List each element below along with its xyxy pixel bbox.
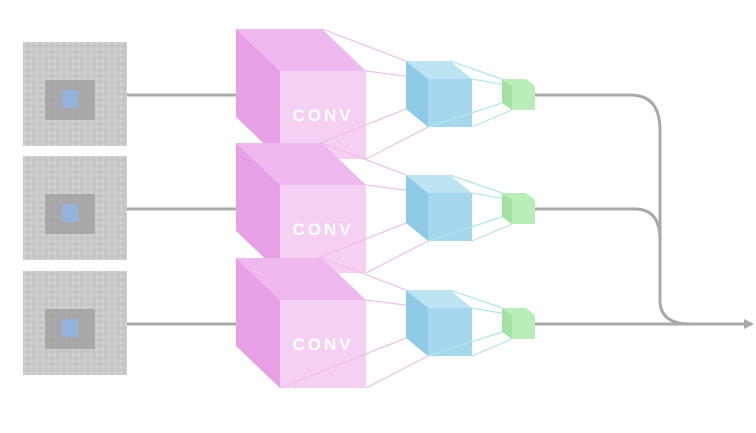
image-highlight [62, 319, 78, 337]
fc-side-face [502, 193, 512, 224]
conv-label: CONV [292, 335, 353, 354]
conv-block: CONV [236, 258, 366, 388]
connector-line [449, 174, 503, 194]
row-2: CONV [23, 142, 535, 274]
pool-side-face [406, 61, 428, 127]
fc-front-face [512, 315, 535, 339]
row-1: CONV [23, 28, 535, 160]
connector-line [471, 223, 513, 242]
fc-block [502, 308, 535, 339]
pool-to-fc-connectors [427, 60, 513, 128]
pool-side-face [406, 175, 428, 241]
conv-front-face [280, 300, 366, 388]
fc-top-face [502, 193, 535, 200]
connector-line [427, 216, 503, 242]
conv-side-face [236, 258, 280, 388]
connector-line [365, 240, 429, 274]
pool-block [406, 61, 472, 127]
conv-label: CONV [292, 220, 353, 239]
conv-to-pool-connectors [279, 257, 429, 389]
conv-top-face [236, 29, 366, 71]
conv-label: CONV [292, 106, 353, 125]
pool-front-face [428, 193, 472, 241]
image-highlight [62, 204, 78, 222]
connector-line [449, 60, 503, 80]
image-highlight [62, 90, 78, 108]
fc-top-face [502, 79, 535, 86]
merge-connectors [535, 93, 754, 329]
fc-side-face [502, 79, 512, 110]
conv-block: CONV [236, 143, 366, 273]
fc-block [502, 79, 535, 110]
camera-view-2 [23, 156, 127, 260]
connector-line [321, 142, 407, 176]
fc-top-face [502, 308, 535, 315]
pool-block [406, 290, 472, 356]
camera-view-1 [23, 42, 127, 146]
connector-line [427, 331, 503, 357]
connector-line [471, 109, 513, 128]
fc-block [502, 193, 535, 224]
connector-line [471, 338, 513, 357]
connector-line [365, 355, 429, 389]
pool-block [406, 175, 472, 241]
fc-side-face [502, 308, 512, 339]
conv-side-face [236, 29, 280, 159]
pool-front-face [428, 308, 472, 356]
conv-side-face [236, 143, 280, 273]
conv-top-face [236, 143, 366, 185]
camera-view-3 [23, 271, 127, 375]
fc-front-face [512, 86, 535, 110]
connector-line [365, 126, 429, 160]
connector-line [427, 102, 503, 128]
connector-line [321, 28, 407, 62]
pool-side-face [406, 290, 428, 356]
connector-line [449, 289, 503, 309]
pool-front-face [428, 79, 472, 127]
connector-line [321, 257, 407, 291]
conv-top-face [236, 258, 366, 300]
connector-line [279, 337, 407, 389]
fc-front-face [512, 200, 535, 224]
row-3: CONV [23, 257, 535, 389]
conv-block: CONV [236, 29, 366, 159]
